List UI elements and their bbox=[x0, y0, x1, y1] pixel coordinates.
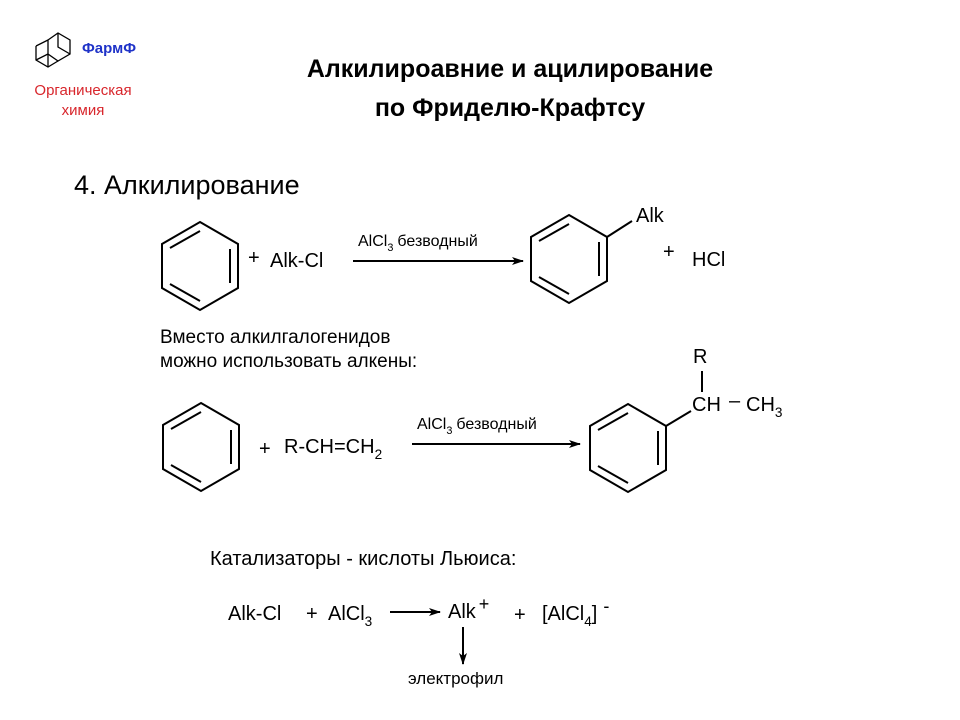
substituent-alk: Alk bbox=[636, 205, 664, 227]
title-line-2: по Фриделю-Крафтсу bbox=[374, 94, 646, 122]
plus-sign: + bbox=[248, 247, 260, 269]
benzene-ring-2 bbox=[530, 213, 608, 305]
logo-subtitle: Органическая химия bbox=[34, 82, 132, 119]
section-heading: 4. Алкилирование bbox=[74, 170, 300, 200]
lewis-reagent-alkcl: Alk-Cl bbox=[228, 603, 282, 625]
lewis-reagent-alcl3: AlCl3 bbox=[328, 603, 373, 630]
plus-sign: + bbox=[306, 603, 318, 625]
bond-dash: – bbox=[729, 390, 741, 412]
lewis-heading: Катализаторы - кислоты Льюиса: bbox=[210, 548, 517, 570]
benzene-ring-4 bbox=[589, 402, 667, 494]
adamantane-logo-icon bbox=[35, 32, 71, 68]
alk-bond bbox=[606, 220, 633, 238]
ch3-label: CH3 bbox=[746, 394, 783, 421]
reagent-alkene: R-CH=CH2 bbox=[284, 436, 383, 463]
r-group-label: R bbox=[693, 346, 708, 368]
benzene-ring-3 bbox=[162, 401, 240, 493]
note-text: Вместо алкилгалогенидов можно использова… bbox=[160, 327, 418, 372]
electrophile-label: электрофил bbox=[408, 669, 504, 688]
reagent-alkcl: Alk-Cl bbox=[270, 250, 324, 272]
logo-name: ФармФ bbox=[82, 40, 137, 57]
tetrachloroaluminate-anion: [AlCl4]- bbox=[542, 596, 610, 630]
ch-label: CH bbox=[692, 394, 721, 416]
ch-ring-bond bbox=[665, 410, 692, 427]
plus-sign: + bbox=[514, 604, 526, 626]
plus-sign: + bbox=[663, 241, 675, 263]
alkyl-cation: Alk+ bbox=[448, 594, 490, 623]
benzene-ring-1 bbox=[161, 220, 239, 312]
byproduct-hcl: HCl bbox=[692, 249, 726, 271]
title-line-1: Алкилироавние и ацилирование bbox=[306, 55, 714, 83]
page-title: Алкилироавние и ацилирование по Фриделю-… bbox=[200, 50, 820, 128]
plus-sign: + bbox=[259, 438, 271, 460]
